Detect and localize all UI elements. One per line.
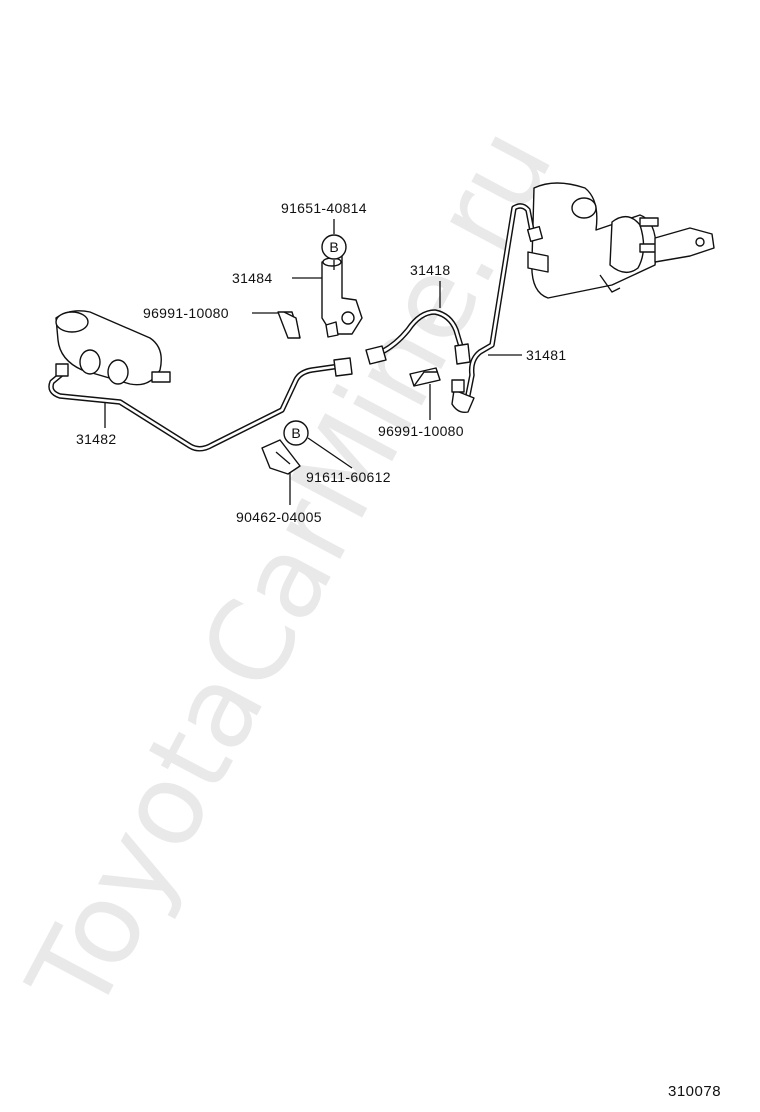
label-bolt-upper: 91651-40814	[281, 200, 367, 216]
leader-lines	[104, 219, 522, 505]
badge-top: B	[321, 234, 347, 260]
label-clamp-lower: 90462-04005	[236, 509, 322, 525]
badge-bottom: B	[283, 420, 309, 446]
clip-left	[277, 311, 301, 339]
watermark-text: ToyotaCarMine.ru	[4, 108, 579, 1034]
clutch-tube-right	[451, 203, 544, 414]
label-hose: 31418	[410, 262, 450, 278]
label-bolt-lower: 91611-60612	[306, 469, 391, 485]
clip-right	[409, 367, 441, 387]
diagram-code: 310078	[668, 1083, 721, 1100]
svg-text:B: B	[329, 239, 338, 255]
label-tube-right: 31481	[526, 347, 566, 363]
master-cylinder	[527, 182, 715, 299]
flexible-hose	[365, 309, 471, 365]
label-clip-right: 96991-10080	[378, 423, 464, 439]
svg-text:B: B	[291, 425, 300, 441]
label-clip-left: 96991-10080	[143, 305, 229, 321]
upper-bracket	[321, 255, 363, 338]
label-bracket-upper: 31484	[232, 270, 272, 286]
lower-clamp	[261, 439, 301, 475]
clutch-tube-left	[48, 357, 353, 452]
label-tube-left: 31482	[76, 431, 116, 447]
release-cylinder	[55, 310, 171, 386]
